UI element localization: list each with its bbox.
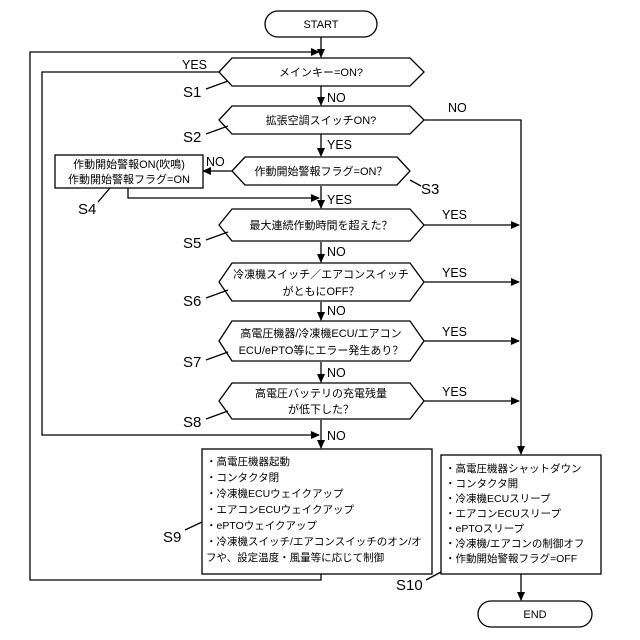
step-s9: S9 <box>163 529 181 546</box>
decision-s1: メインキー=ON? <box>219 58 424 86</box>
d5-no-label: NO <box>327 245 346 259</box>
d5-yes-label: YES <box>442 208 467 222</box>
decision-s6-text-1: 冷凍機スイッチ／エアコンスイッチ <box>233 267 409 281</box>
d6-no-label: NO <box>327 304 346 318</box>
process-s10-line-3: ・冷凍機ECUスリープ <box>445 492 551 505</box>
process-s4: 作動開始警報ON(吹鳴) 作動開始警報フラグ=ON <box>55 155 203 188</box>
step-s10: S10 <box>396 577 423 594</box>
decision-s2-text: 拡張空調スイッチON? <box>266 113 377 127</box>
decision-s8-text-1: 高電圧バッテリの充電残量 <box>255 386 387 400</box>
d3-yes-label: YES <box>327 193 352 207</box>
decision-s5: 最大連続作動時間を超えた？ <box>219 209 424 241</box>
step-s7: S7 <box>183 354 201 371</box>
process-s10-line-5: ・ePTOスリープ <box>445 523 525 535</box>
step-s3: S3 <box>421 181 439 198</box>
d7-yes-label: YES <box>442 325 467 339</box>
step-s2: S2 <box>183 129 201 146</box>
decision-s7-text-2: ECU/ePTO等にエラー発生あり？ <box>239 343 404 357</box>
process-s10-line-6: ・冷凍機/エアコンの制御オフ <box>445 537 584 550</box>
decision-s8-text-2: が低下した？ <box>288 402 354 416</box>
process-s9-line-3: ・冷凍機ECUウェイクアップ <box>206 487 344 500</box>
process-s10: ・高電圧機器シャットダウン ・コンタクタ開 ・冷凍機ECUスリープ ・エアコンE… <box>441 455 601 574</box>
decision-s6-text-2: がともにOFF？ <box>283 284 360 298</box>
d2-yes-label: YES <box>327 138 352 152</box>
process-s4-line-2: 作動開始警報フラグ=ON <box>68 172 190 186</box>
d1-yes-label: YES <box>182 58 207 72</box>
d3-no-label: NO <box>206 155 225 169</box>
process-s10-line-2: ・コンタクタ開 <box>445 478 518 490</box>
process-s9-line-7: フや、設定温度・風量等に応じて制御 <box>206 551 384 564</box>
d7-no-label: NO <box>327 366 346 380</box>
process-s10-line-1: ・高電圧機器シャットダウン <box>445 462 582 475</box>
decision-s3-text: 作動開始警報フラグ=ON？ <box>255 164 388 178</box>
start-terminal: START <box>265 11 377 37</box>
process-s9: ・高電圧機器起動 ・コンタクタ閉 ・冷凍機ECUウェイクアップ ・エアコンECU… <box>202 449 432 574</box>
process-s4-line-1: 作動開始警報ON(吹鳴) <box>73 157 185 171</box>
decision-s7: 高電圧機器/冷凍機ECU/エアコン ECU/ePTO等にエラー発生あり？ <box>219 321 424 361</box>
process-s10-line-4: ・エアコンECUスリープ <box>445 508 562 520</box>
d8-yes-label: YES <box>442 385 467 399</box>
decision-s6: 冷凍機スイッチ／エアコンスイッチ がともにOFF？ <box>219 263 424 301</box>
process-s9-line-5: ・ePTOウェイクアップ <box>206 520 318 532</box>
process-s9-line-2: ・コンタクタ閉 <box>206 472 279 484</box>
step-s5: S5 <box>183 235 201 252</box>
end-terminal: END <box>478 601 592 627</box>
step-s6: S6 <box>183 293 201 310</box>
d8-no-label: NO <box>327 429 346 443</box>
d2-no-label: NO <box>448 101 467 115</box>
start-label: START <box>303 19 338 31</box>
step-s8: S8 <box>183 414 201 431</box>
process-s10-line-7: ・作動開始警報フラグ=OFF <box>445 552 577 565</box>
process-s9-line-4: ・エアコンECUウェイクアップ <box>206 504 354 516</box>
decision-s2: 拡張空調スイッチON? <box>219 106 424 134</box>
decision-s1-text: メインキー=ON? <box>279 67 363 79</box>
step-s1: S1 <box>183 84 201 101</box>
step-s4: S4 <box>78 201 96 218</box>
d1-no-label: NO <box>327 91 346 105</box>
end-label: END <box>523 609 546 621</box>
decision-s8: 高電圧バッテリの充電残量 が低下した？ <box>219 383 424 419</box>
decision-s7-text-1: 高電圧機器/冷凍機ECU/エアコン <box>240 326 401 340</box>
process-s9-line-1: ・高電圧機器起動 <box>206 455 290 468</box>
process-s9-line-6: ・冷凍機スイッチ/エアコンスイッチのオン/オ <box>206 535 422 548</box>
decision-s3: 作動開始警報フラグ=ON？ <box>232 157 410 185</box>
decision-s5-text: 最大連続作動時間を超えた？ <box>250 218 393 232</box>
d6-yes-label: YES <box>442 266 467 280</box>
